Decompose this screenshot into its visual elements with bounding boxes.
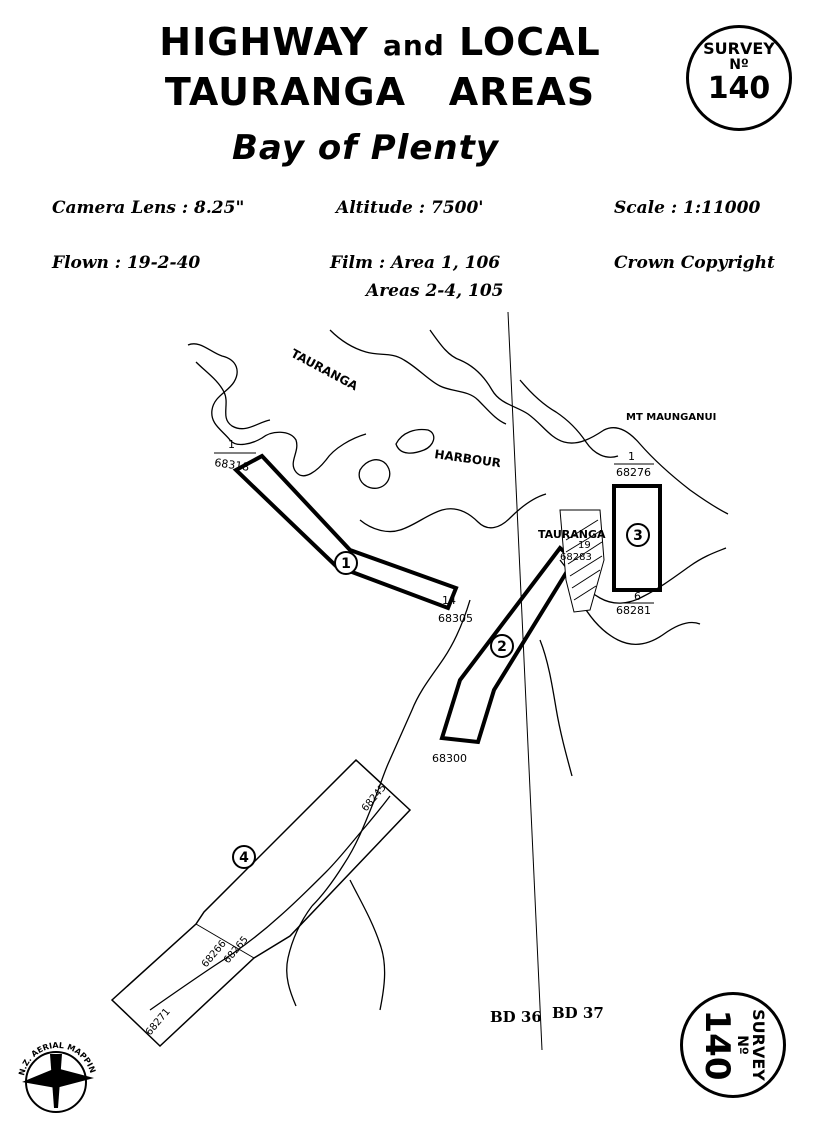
survey-label-bottom: SURVEY <box>749 1009 768 1081</box>
area-3-end-photo: 68281 <box>616 604 651 617</box>
area-1-strip <box>232 453 459 611</box>
area-2-start-photo: 68283 <box>560 552 592 563</box>
area-1-end-photo: 68305 <box>438 612 473 625</box>
area-1-end-index: 14 <box>442 594 456 607</box>
river-main <box>311 599 471 907</box>
altitude: Altitude : 7500' <box>336 198 484 218</box>
island-2 <box>358 459 391 489</box>
title-line-1: HIGHWAY and LOCAL <box>145 22 615 66</box>
area-4-overlap-line <box>195 923 255 959</box>
river-east <box>539 639 573 777</box>
film-line-2: Areas 2-4, 105 <box>366 281 504 301</box>
coastlines <box>149 329 729 1011</box>
coastline-south <box>359 493 547 533</box>
area-4-marker-circle <box>232 845 256 869</box>
label-harbour: HARBOUR <box>434 447 502 470</box>
area-4-strip <box>110 758 412 1048</box>
area-markers <box>232 523 650 869</box>
stream-area4 <box>149 795 391 1011</box>
title-highway: HIGHWAY <box>159 20 369 64</box>
island-1 <box>395 428 435 454</box>
coastline-matakana <box>519 379 619 458</box>
survey-no-bottom: Nº <box>734 1035 750 1055</box>
area-3-strip <box>612 484 662 592</box>
area-1-start-photo: 68318 <box>214 456 250 474</box>
area-4-start-photo: 68245 <box>360 782 389 813</box>
coastline-peninsula <box>429 329 729 515</box>
area-4-id: 4 <box>239 850 249 866</box>
label-mt-maunganui: MT MAUNGANUI <box>626 412 716 423</box>
area-2-start-index: 19 <box>578 540 591 551</box>
flown-date: Flown : 19-2-40 <box>52 253 201 273</box>
area-3-start-index: 1 <box>628 450 635 463</box>
label-tauranga-town: TAURANGA <box>538 528 606 541</box>
area-1-marker-circle <box>334 551 358 575</box>
copyright: Crown Copyright <box>614 253 775 273</box>
survey-number-bottom: 140 <box>697 1009 737 1081</box>
area-1-start-index: 1 <box>228 438 235 451</box>
title-local: LOCAL <box>459 20 601 64</box>
area-1-id: 1 <box>341 556 351 572</box>
survey-no: Nº <box>729 57 749 73</box>
area-4-mid-photo-b: 68265 <box>222 934 251 965</box>
nz-aerial-mapping-logo: N.Z. AERIAL MAPPING LTD. <box>5 1035 108 1122</box>
area-3-id: 3 <box>633 528 643 544</box>
coastline-harbour-north <box>329 329 507 425</box>
river-stream-2 <box>349 879 386 1011</box>
area-2-end-photo: 68300 <box>432 752 467 765</box>
sheet-bd36: BD 36 <box>490 1008 542 1026</box>
survey-badge-bottom: SURVEY Nº 140 <box>680 992 786 1098</box>
area-3-end-index: 6 <box>634 590 641 603</box>
label-tauranga-water: TAURANGA <box>289 346 361 393</box>
survey-label: SURVEY <box>703 39 775 58</box>
survey-number: 140 <box>707 71 771 106</box>
title-line-2: TAURANGA AREAS <box>164 70 596 114</box>
tauranga-town-hatch <box>559 509 605 613</box>
coastline-west <box>187 343 367 477</box>
area-4-end-photo: 68271 <box>144 1006 173 1037</box>
sheet-bd37: BD 37 <box>552 1004 604 1022</box>
film-line-1: Film : Area 1, 106 <box>330 253 501 273</box>
scale: Scale : 1:11000 <box>614 198 761 218</box>
survey-badge-top: SURVEY Nº 140 <box>686 25 792 131</box>
camera-lens: Camera Lens : 8.25" <box>52 198 245 218</box>
river-stream-1 <box>286 905 313 1007</box>
area-2-id: 2 <box>497 639 507 655</box>
coastline-west-inner <box>195 361 271 430</box>
area-2-marker-circle <box>490 634 514 658</box>
sheet-boundary-line <box>507 311 543 1051</box>
area-3-start-photo: 68276 <box>616 466 651 479</box>
area-3-marker-circle <box>626 523 650 547</box>
subtitle: Bay of Plenty <box>232 128 500 168</box>
title-and: and <box>382 29 445 62</box>
coastline-estuary <box>579 599 701 645</box>
